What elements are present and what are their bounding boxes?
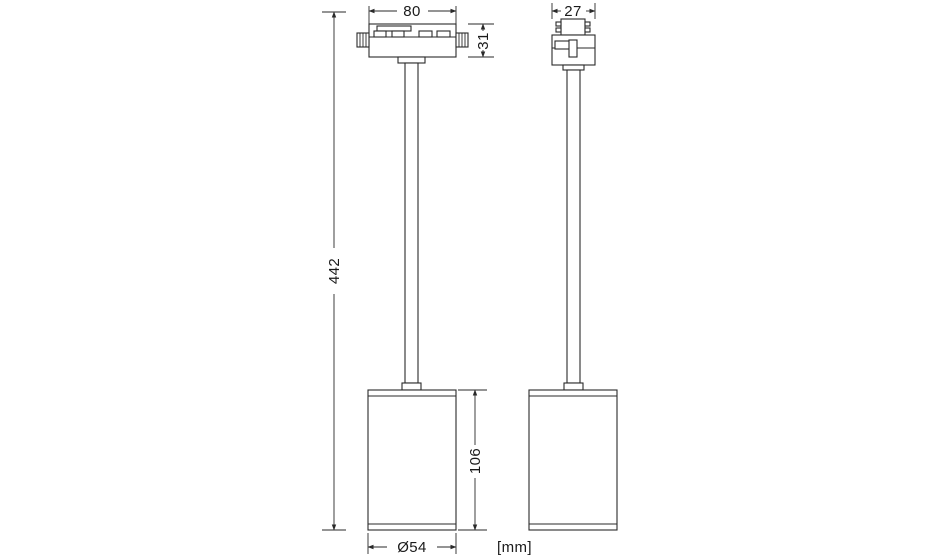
units-label: [mm]: [497, 539, 532, 556]
side-cylinder-body: [528, 389, 618, 531]
dim-label-27: 27: [564, 3, 582, 20]
front-strain-relief-collar: [397, 56, 426, 64]
side-shoe-lug-left-a: [555, 21, 562, 27]
side-suspension-rod: [566, 69, 581, 384]
front-rod-shoulder: [401, 382, 422, 391]
side-shoe-lug-right-a: [584, 21, 591, 27]
front-adapter-contact-right-b: [436, 30, 451, 38]
dimension-annotations: [322, 3, 596, 554]
side-shoe-lug-left-b: [555, 27, 562, 33]
front-adapter-contact-left-b: [391, 30, 405, 38]
dimension-height-31: [468, 23, 494, 58]
dimension-labels: 80 31 442 106 Ø54 27 [mm]: [326, 3, 582, 556]
dim-label-106: 106: [467, 448, 484, 474]
dimension-width-80: [368, 6, 457, 24]
dimension-depth-27: [551, 3, 596, 19]
side-track-shoe: [560, 18, 586, 36]
dim-label-diameter-54: Ø54: [397, 539, 427, 556]
dimension-total-442: [322, 11, 346, 531]
front-left-endcap-hatch: [359, 32, 367, 48]
side-rod-shoulder: [563, 382, 584, 391]
front-adapter-contact-bar: [376, 25, 412, 32]
front-suspension-rod: [404, 62, 419, 384]
dimension-diameter-54: [367, 533, 457, 554]
front-adapter-contact-left-a: [373, 30, 387, 38]
front-cylinder-body: [367, 389, 457, 531]
side-shoe-lug-right-b: [584, 27, 591, 33]
dim-label-80: 80: [403, 3, 421, 20]
front-view-geometry: [356, 23, 469, 531]
front-right-endcap-hatch: [458, 32, 466, 48]
dim-label-31: 31: [475, 32, 492, 50]
dimension-body-106: [458, 389, 487, 531]
front-adapter-contact-right-a: [418, 30, 433, 38]
side-strain-relief-collar: [562, 64, 585, 71]
side-rotary-key: [568, 39, 578, 58]
dim-label-442: 442: [326, 258, 343, 284]
side-view-geometry: [528, 18, 618, 531]
